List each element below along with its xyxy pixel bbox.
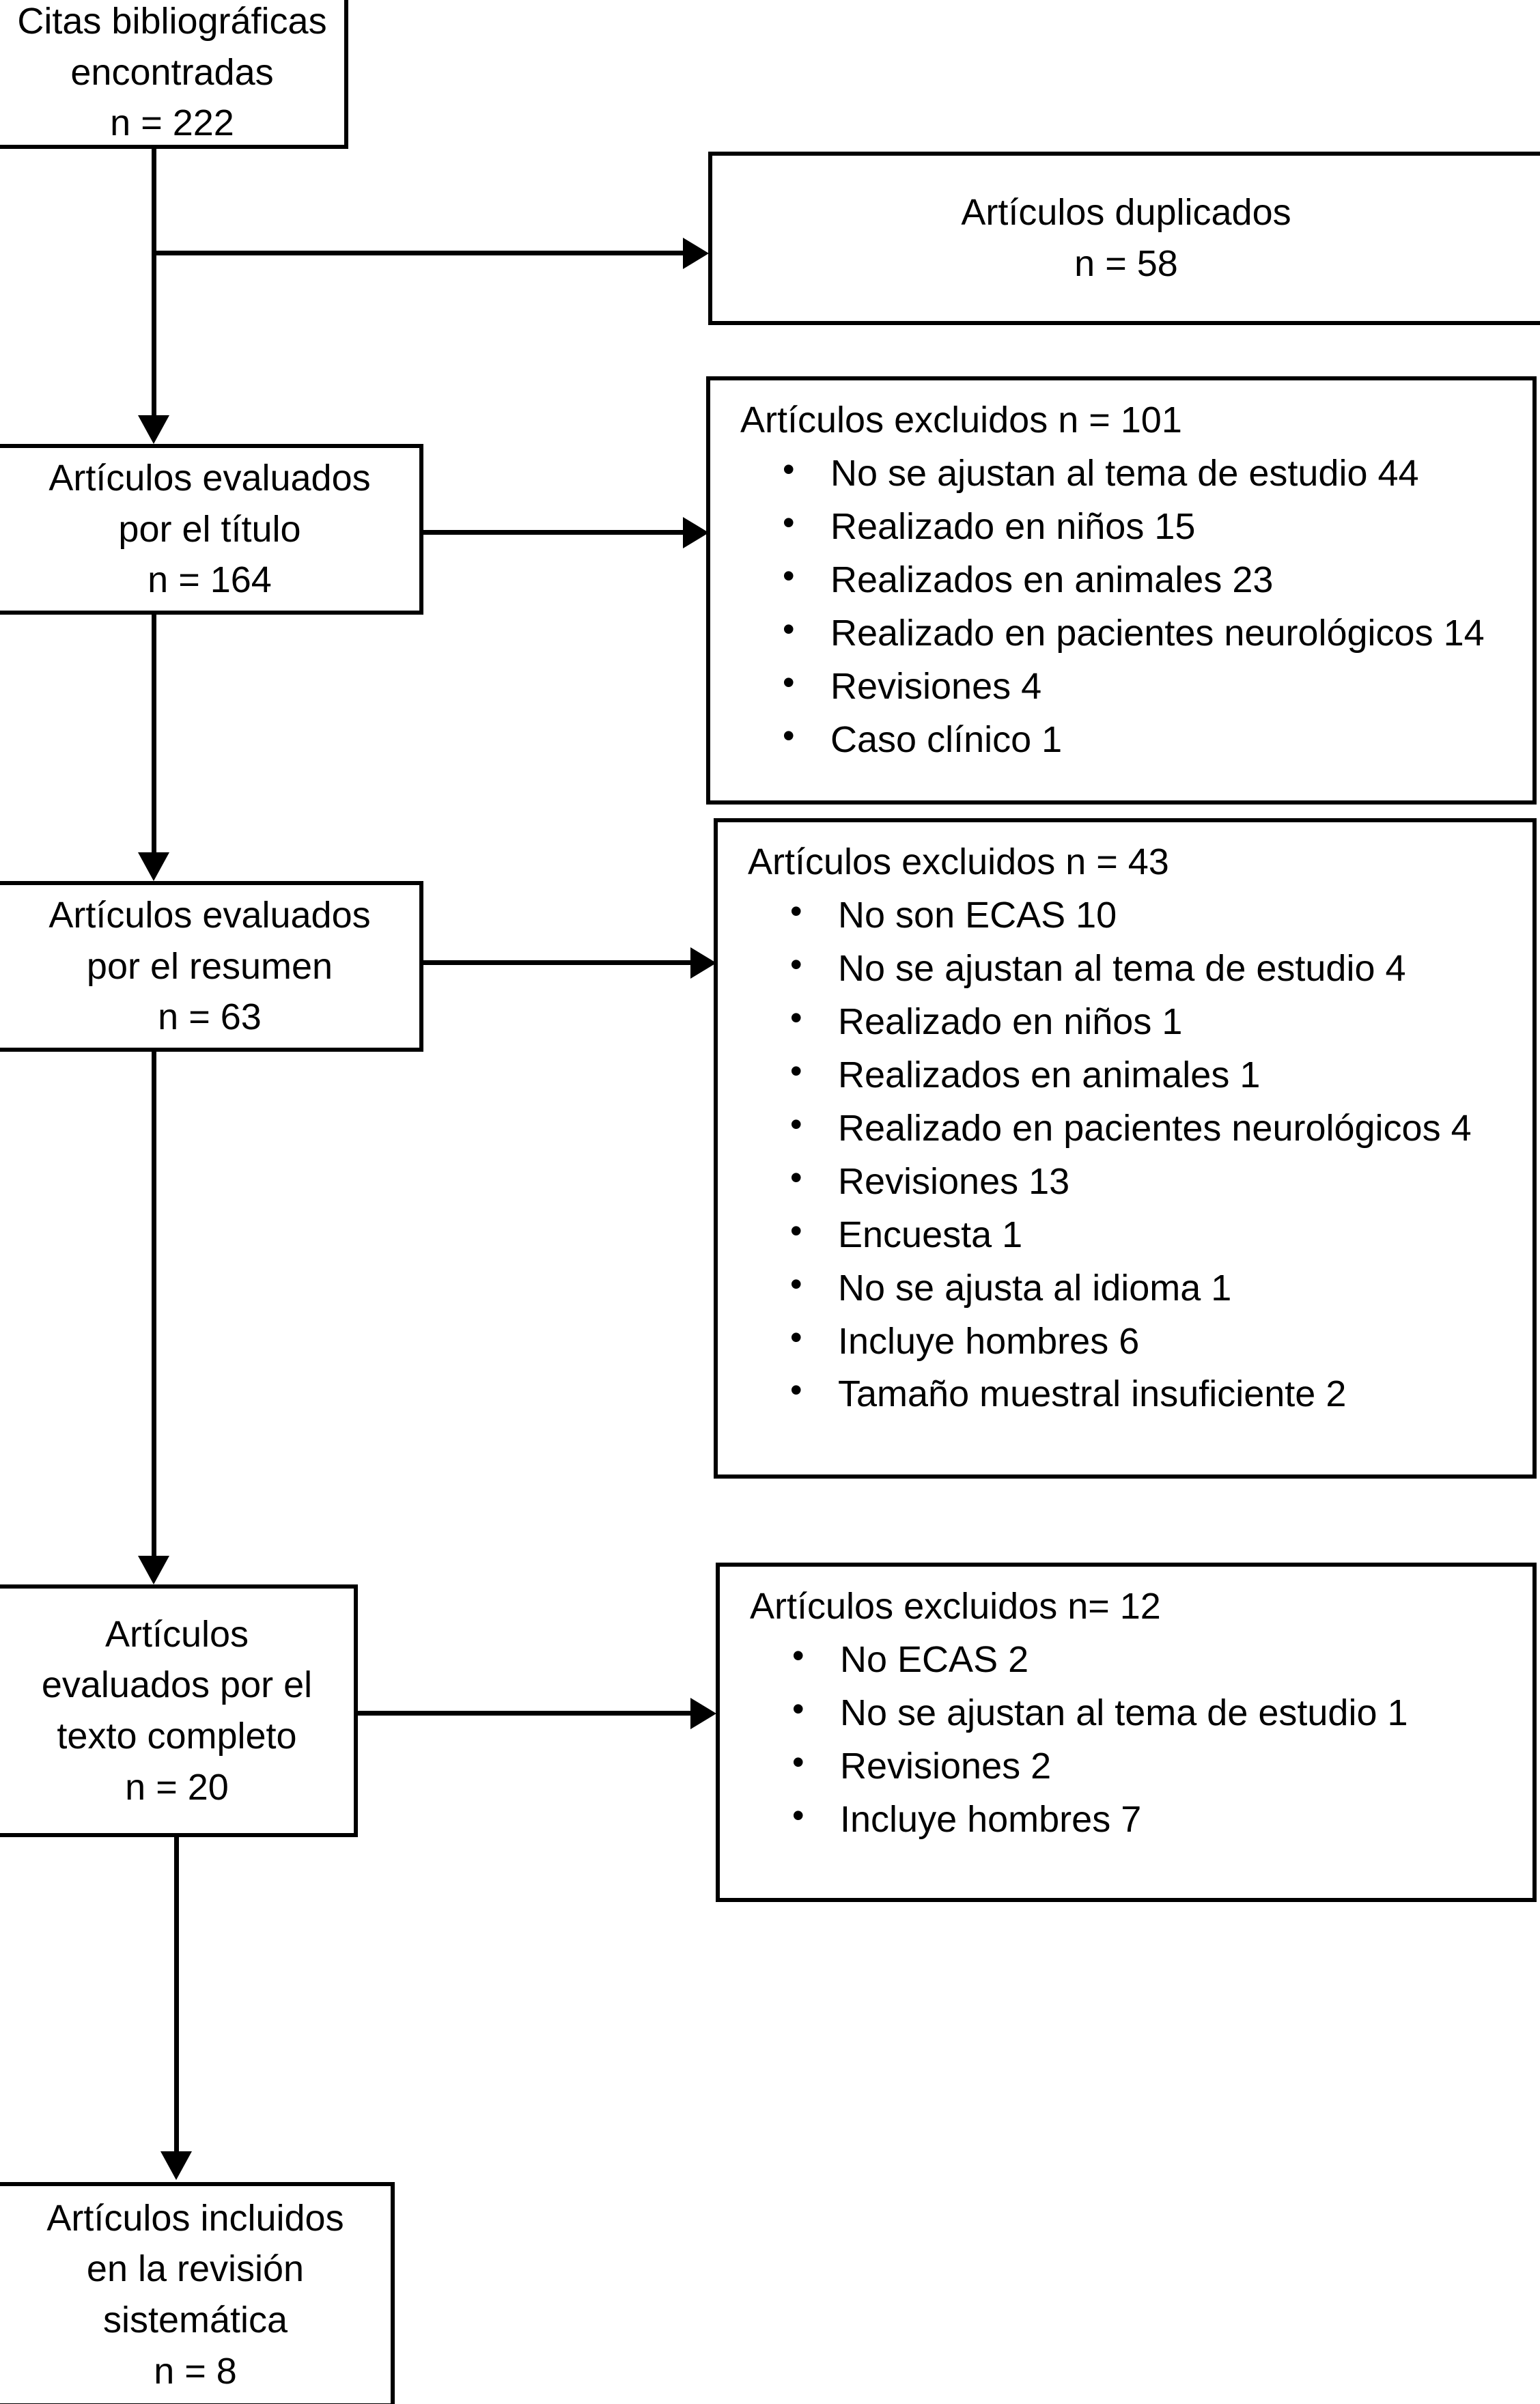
list-item: Encuesta 1 <box>790 1210 1532 1258</box>
box-screened-fulltext-line-4: n = 20 <box>125 1766 229 1808</box>
list-item: No se ajusta al idioma 1 <box>790 1263 1532 1311</box>
list-item: No se ajustan al tema de estudio 1 <box>792 1688 1532 1736</box>
connector-title-to-abstract <box>152 615 156 855</box>
box-records-found-line-1: Citas bibliográficas <box>17 1 327 42</box>
list-item: Incluye hombres 6 <box>790 1316 1532 1365</box>
list-item: No son ECAS 10 <box>790 890 1532 938</box>
box-included-line-4: n = 8 <box>154 2350 237 2392</box>
list-item: Revisiones 13 <box>790 1156 1532 1205</box>
list-item: Revisiones 4 <box>783 661 1532 710</box>
list-item: Realizado en niños 1 <box>790 996 1532 1045</box>
box-screened-fulltext-line-2: evaluados por el <box>41 1664 313 1706</box>
arrowhead-abstract-to-excluded <box>690 947 716 979</box>
box-excluded-by-fulltext-heading: Artículos excluidos n= 12 <box>750 1586 1161 1627</box>
connector-abstract-to-excluded <box>423 960 705 965</box>
list-item: Realizado en pacientes neurológicos 4 <box>790 1103 1532 1151</box>
box-screened-title-line-3: n = 164 <box>148 559 272 601</box>
arrowhead-title-to-abstract <box>138 852 169 881</box>
box-duplicates-line-2: n = 58 <box>1074 243 1178 284</box>
box-included-line-2: en la revisión <box>86 2248 305 2290</box>
box-duplicates: Artículos duplicados n = 58 <box>708 152 1540 325</box>
list-item: No se ajustan al tema de estudio 44 <box>783 448 1532 497</box>
box-screened-abstract-line-1: Artículos evaluados <box>48 895 371 936</box>
box-excluded-by-title: Artículos excluidos n = 101 No se ajusta… <box>706 376 1537 805</box>
box-screened-abstract: Artículos evaluados por el resumen n = 6… <box>0 881 423 1052</box>
list-item: Realizado en niños 15 <box>783 501 1532 550</box>
connector-title-to-excluded <box>423 530 697 535</box>
list-item: Incluye hombres 7 <box>792 1794 1532 1843</box>
excluded-by-fulltext-reason-list: No ECAS 2 No se ajustan al tema de estud… <box>750 1634 1532 1843</box>
box-excluded-by-abstract: Artículos excluidos n = 43 No son ECAS 1… <box>714 818 1537 1479</box>
list-item: No ECAS 2 <box>792 1634 1532 1683</box>
arrowhead-abstract-to-fulltext <box>138 1556 169 1584</box>
arrowhead-records-to-title <box>138 415 169 444</box>
arrowhead-title-to-excluded <box>683 517 709 548</box>
box-included: Artículos incluidos en la revisión siste… <box>0 2182 395 2404</box>
box-records-found-line-3: n = 222 <box>110 102 234 144</box>
connector-fulltext-to-included <box>174 1837 179 2155</box>
list-item: Realizados en animales 1 <box>790 1050 1532 1098</box>
box-excluded-by-fulltext: Artículos excluidos n= 12 No ECAS 2 No s… <box>716 1563 1537 1902</box>
box-excluded-by-title-heading: Artículos excluidos n = 101 <box>740 400 1182 441</box>
list-item: Tamaño muestral insuficiente 2 <box>790 1369 1532 1417</box>
box-screened-fulltext: Artículos evaluados por el texto complet… <box>0 1584 358 1837</box>
box-screened-title-line-1: Artículos evaluados <box>48 458 371 499</box>
box-screened-title-line-2: por el título <box>118 508 301 550</box>
connector-abstract-to-fulltext <box>152 1052 156 1557</box>
arrowhead-fulltext-to-excluded <box>690 1698 716 1729</box>
list-item: Realizados en animales 23 <box>783 555 1532 603</box>
excluded-by-title-reason-list: No se ajustan al tema de estudio 44 Real… <box>740 448 1532 763</box>
arrowhead-records-to-duplicates <box>683 238 709 269</box>
list-item: No se ajustan al tema de estudio 4 <box>790 943 1532 992</box>
box-included-line-1: Artículos incluidos <box>46 2197 344 2239</box>
box-records-found: Citas bibliográficas encontradas n = 222 <box>0 0 348 149</box>
list-item: Revisiones 2 <box>792 1741 1532 1789</box>
box-screened-abstract-line-2: por el resumen <box>86 945 333 987</box>
box-screened-fulltext-line-1: Artículos <box>104 1613 249 1655</box>
excluded-by-abstract-reason-list: No son ECAS 10 No se ajustan al tema de … <box>748 890 1532 1418</box>
list-item: Realizado en pacientes neurológicos 14 <box>783 608 1532 656</box>
box-included-line-3: sistemática <box>102 2300 288 2340</box>
connector-fulltext-to-excluded <box>354 1711 693 1716</box>
box-screened-title: Artículos evaluados por el título n = 16… <box>0 444 423 615</box>
box-screened-fulltext-line-3: texto completo <box>57 1716 297 1757</box>
box-records-found-line-2: encontradas <box>70 51 274 93</box>
box-duplicates-line-1: Artículos duplicados <box>961 192 1291 234</box>
connector-records-to-duplicates <box>152 251 695 255</box>
arrowhead-fulltext-to-included <box>160 2151 192 2180</box>
list-item: Caso clínico 1 <box>783 714 1532 763</box>
box-excluded-by-abstract-heading: Artículos excluidos n = 43 <box>748 841 1169 882</box>
connector-records-to-title <box>152 149 156 430</box>
box-screened-abstract-line-3: n = 63 <box>158 996 262 1038</box>
